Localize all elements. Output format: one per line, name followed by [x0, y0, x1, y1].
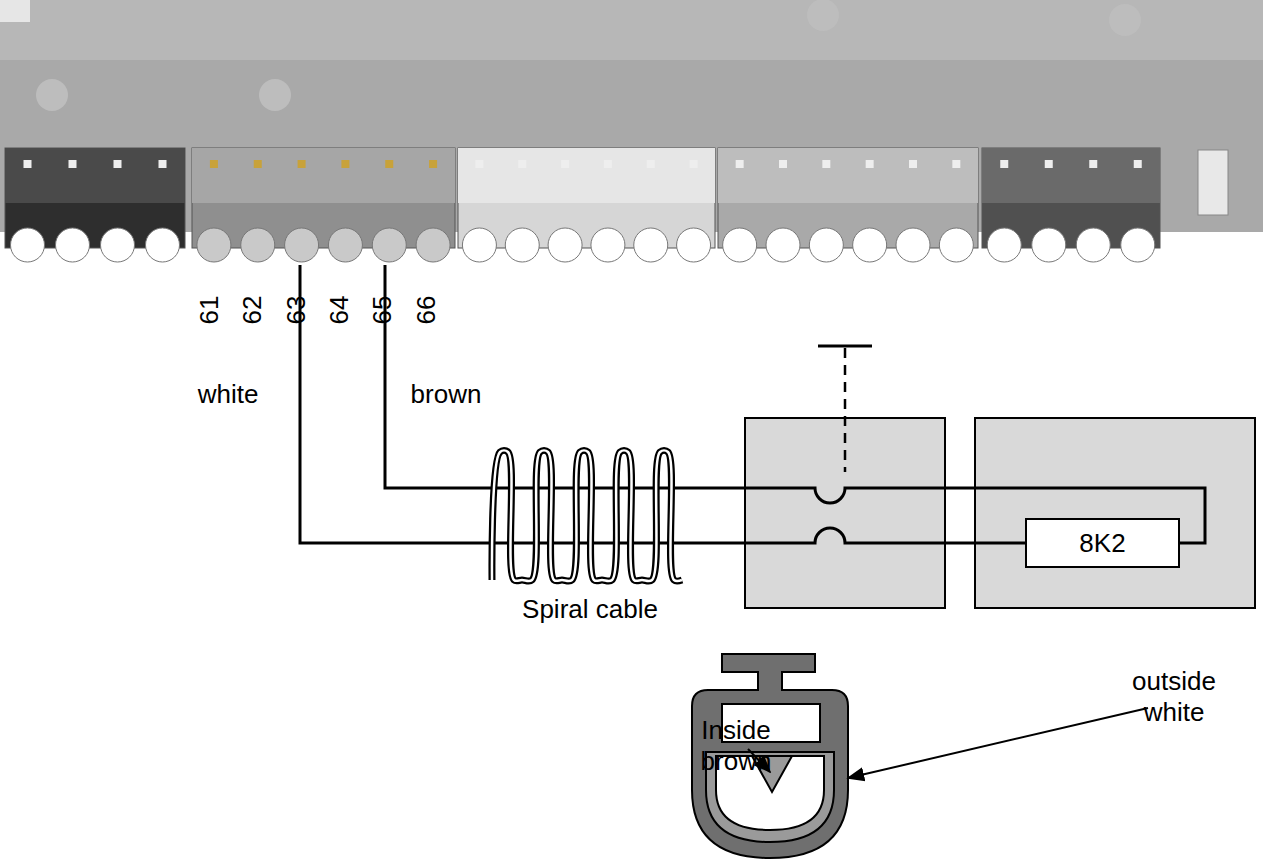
plug-housing — [745, 418, 945, 608]
terminal-number: 66 — [411, 296, 442, 325]
resistor-value: 8K2 — [1079, 528, 1125, 559]
terminal-number: 63 — [281, 296, 312, 325]
white-wire — [300, 265, 1025, 543]
safety-edge-housing — [975, 418, 1255, 608]
terminal-blocks — [5, 148, 1160, 262]
terminal-number: 64 — [324, 296, 355, 325]
terminal-number: 62 — [237, 296, 268, 325]
controller-board — [0, 0, 1263, 232]
conductor-note: Inside brown — [690, 715, 782, 777]
part-name: Spiral cable — [522, 594, 658, 625]
conductor-note: outside white — [1122, 666, 1226, 728]
spiral-cable — [492, 450, 682, 581]
terminal-number: 65 — [367, 296, 398, 325]
wire-color: white — [198, 379, 259, 410]
wire-color: brown — [411, 379, 482, 410]
wires — [300, 265, 1255, 608]
terminal-number: 61 — [194, 296, 225, 325]
shield-dashed — [844, 348, 847, 472]
resistor-symbol: 8K2 — [1025, 518, 1180, 568]
ground-bar — [818, 345, 872, 348]
clip — [1198, 150, 1228, 215]
leader-line — [848, 708, 1148, 778]
